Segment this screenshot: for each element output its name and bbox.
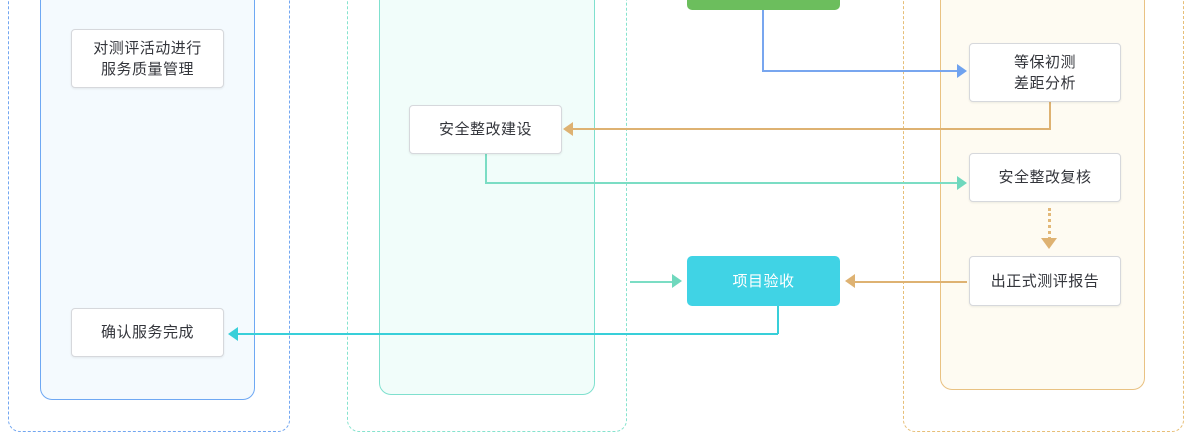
node-project-accept-label: 项目验收 [732, 272, 795, 290]
node-rectify-build[interactable]: 安全整改建设 [409, 105, 562, 154]
node-rectify-build-label: 安全整改建设 [438, 121, 532, 138]
node-rectify-review[interactable]: 安全整改复核 [969, 153, 1121, 202]
connector-report-to-accept-horizontal [855, 281, 967, 283]
arrowhead-rectify-to-review [957, 176, 967, 190]
node-green-top[interactable] [687, 0, 840, 10]
lane-outer-assessor [903, 0, 1184, 432]
node-project-accept[interactable]: 项目验收 [687, 256, 840, 306]
connector-rectify-to-review-vertical [485, 153, 487, 183]
node-formal-report[interactable]: 出正式测评报告 [969, 256, 1121, 306]
arrowhead-accept-to-confirm [228, 327, 238, 341]
node-formal-report-label: 出正式测评报告 [990, 272, 1100, 290]
lane-inner-integrator [379, 0, 595, 395]
arrowhead-review-to-report [1041, 238, 1057, 249]
connector-green-to-gap-vertical [762, 10, 764, 71]
connector-gap-to-rectify-vertical [1049, 102, 1051, 129]
connector-accept-to-confirm-vertical [777, 306, 779, 334]
node-rectify-review-label: 安全整改复核 [998, 169, 1092, 186]
connector-gap-to-rectify-horizontal [573, 128, 1051, 130]
connector-rectify-to-review-horizontal [485, 182, 958, 184]
lane-outer-customer [8, 0, 290, 432]
arrowhead-report-to-accept [845, 274, 855, 288]
arrowhead-gap-to-rectify [563, 122, 573, 136]
connector-green-to-gap-horizontal [762, 70, 958, 72]
lane-outer-integrator [347, 0, 627, 432]
node-gap-analysis[interactable]: 等保初测 差距分析 [969, 43, 1121, 102]
connector-review-to-report-dotted [1048, 208, 1051, 240]
arrowhead-lane-to-accept [672, 274, 682, 288]
connector-lane-to-accept-horizontal [630, 281, 674, 283]
node-service-quality-label: 对测评活动进行 服务质量管理 [93, 39, 202, 78]
connector-accept-to-confirm-horizontal [238, 333, 778, 335]
arrowhead-green-to-gap [957, 64, 967, 78]
node-confirm-done[interactable]: 确认服务完成 [71, 308, 224, 357]
node-service-quality[interactable]: 对测评活动进行 服务质量管理 [71, 29, 224, 88]
node-confirm-done-label: 确认服务完成 [100, 324, 194, 341]
node-gap-analysis-label: 等保初测 差距分析 [1013, 53, 1076, 92]
